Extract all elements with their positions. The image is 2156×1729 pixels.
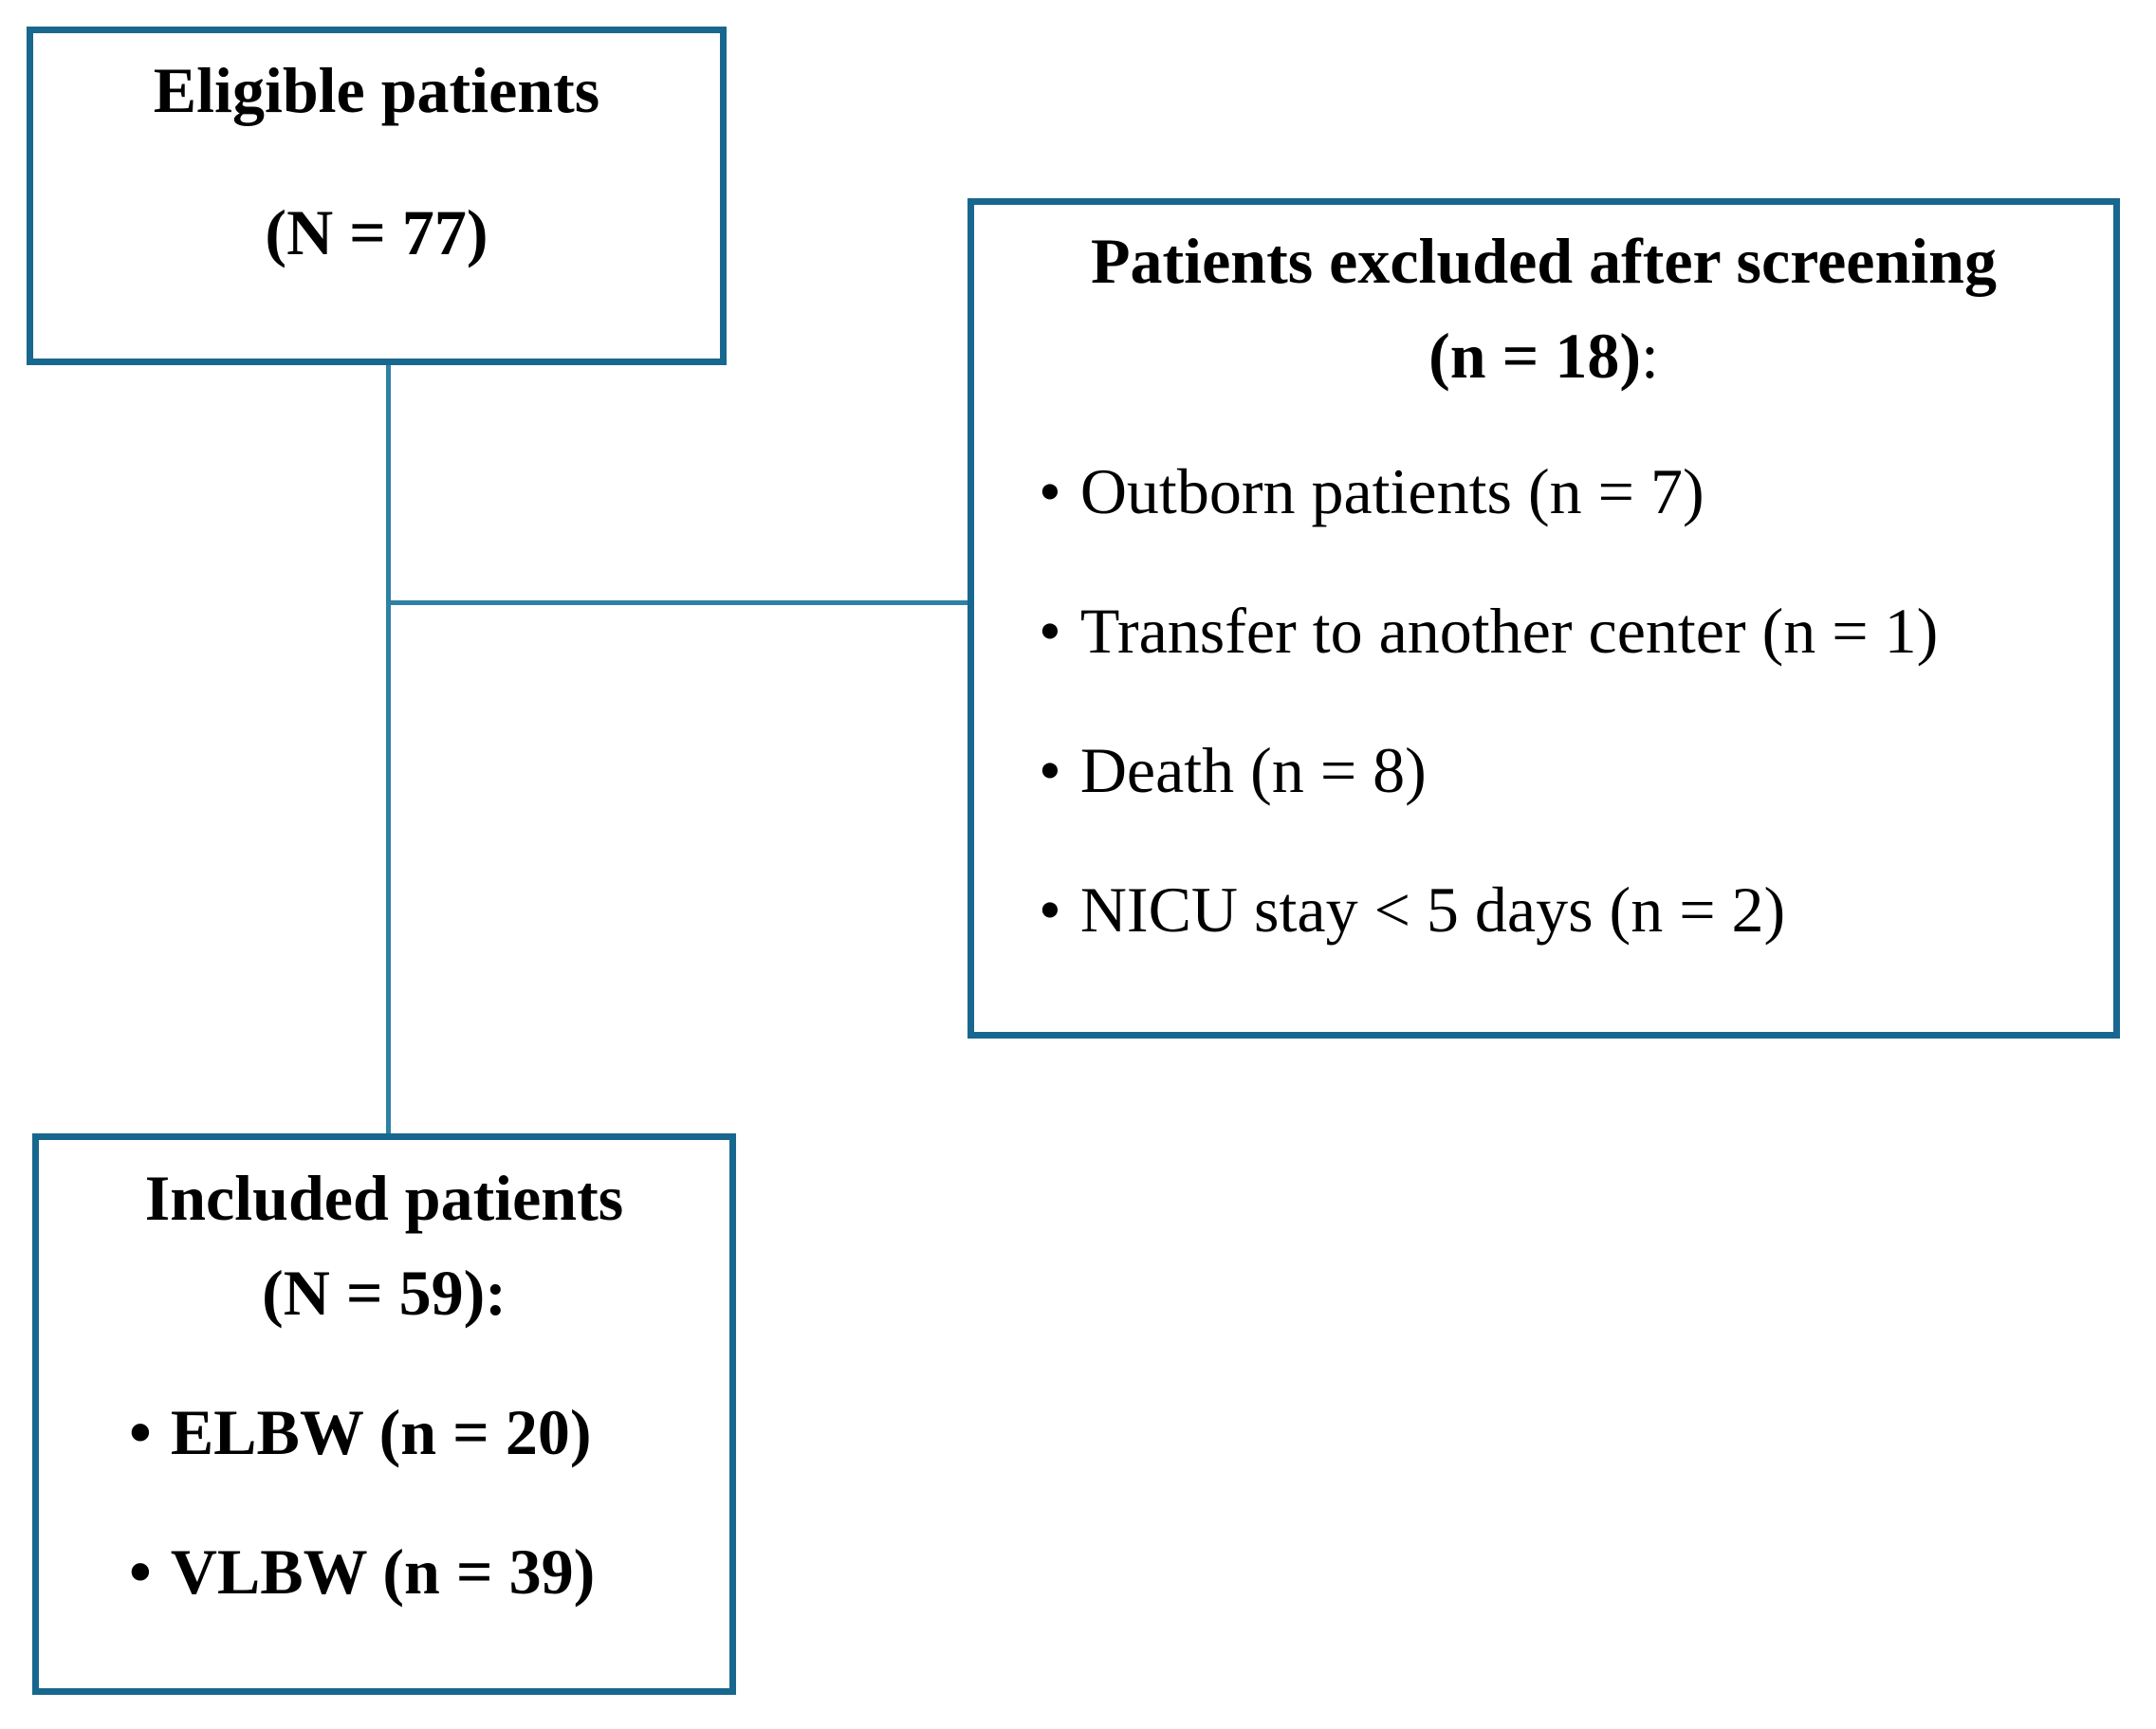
connector-horizontal-line	[386, 600, 967, 605]
excluded-count-value: (n = 18)	[1428, 320, 1641, 392]
connector-vertical-line	[386, 365, 391, 1133]
bullet-icon: •	[129, 1396, 152, 1468]
eligible-patients-box: Eligible patients (N = 77)	[27, 27, 727, 365]
bullet-icon: •	[1039, 455, 1061, 527]
excluded-reason-transfer: Transfer to another center (n = 1)	[1079, 595, 1939, 667]
list-item: •Transfer to another center (n = 1)	[1039, 561, 2113, 701]
list-item: •Outborn patients (n = 7)	[1039, 422, 2113, 561]
included-patients-title: Included patients	[144, 1162, 624, 1234]
included-group-elbw: ELBW (n = 20)	[170, 1396, 592, 1468]
excluded-reason-nicu-stay: NICU stay < 5 days (n = 2)	[1079, 874, 1786, 946]
included-patients-box: Included patients (N = 59): •ELBW (n = 2…	[32, 1133, 736, 1695]
list-item: •VLBW (n = 39)	[129, 1502, 729, 1642]
excluded-patients-box: Patients excluded after screening (n = 1…	[967, 198, 2120, 1039]
list-item: •Death (n = 8)	[1039, 701, 2113, 840]
excluded-patients-title: Patients excluded after screening	[1091, 225, 1997, 297]
excluded-reason-death: Death (n = 8)	[1079, 734, 1427, 806]
bullet-icon: •	[1039, 874, 1061, 946]
excluded-reasons-list: •Outborn patients (n = 7) •Transfer to a…	[974, 422, 2113, 980]
included-group-vlbw: VLBW (n = 39)	[170, 1536, 596, 1608]
list-item: •NICU stay < 5 days (n = 2)	[1039, 840, 2113, 980]
bullet-icon: •	[1039, 734, 1061, 806]
eligible-patients-title: Eligible patients	[153, 54, 600, 126]
bullet-icon: •	[1039, 595, 1061, 667]
list-item: •ELBW (n = 20)	[129, 1363, 729, 1502]
excluded-patients-count: (n = 18):	[974, 308, 2113, 403]
bullet-icon: •	[129, 1536, 152, 1608]
eligible-patients-count: (N = 77)	[265, 196, 488, 268]
included-groups-list: •ELBW (n = 20) •VLBW (n = 39)	[39, 1363, 729, 1642]
excluded-count-colon: :	[1640, 320, 1659, 392]
included-patients-count: (N = 59):	[262, 1257, 507, 1329]
excluded-reason-outborn: Outborn patients (n = 7)	[1079, 455, 1705, 527]
